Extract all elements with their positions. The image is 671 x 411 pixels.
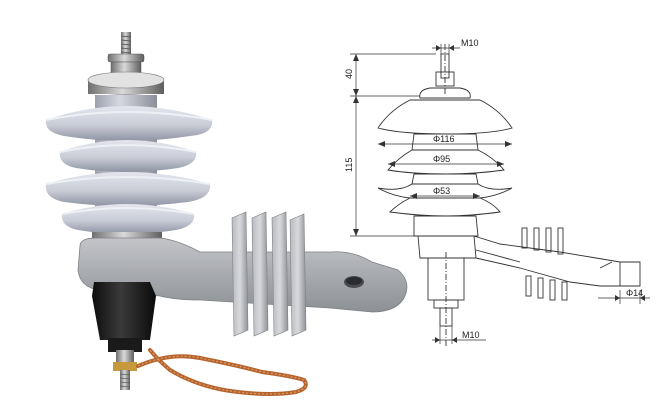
disconnector-base	[92, 282, 156, 390]
shed-3	[45, 172, 211, 206]
dim-top-stud: M10	[461, 38, 479, 48]
shed-2	[59, 140, 197, 172]
dim-mount-hole: Φ14	[626, 288, 643, 298]
drawing-shed-53	[389, 197, 501, 217]
dimension-labels: M10 40 115 Φ116 Φ95 Φ53 M10 Φ14	[344, 38, 643, 340]
dim-body-height: 115	[344, 158, 354, 172]
copper-ground-wire	[136, 348, 308, 396]
dim-bottom-stud: M10	[462, 330, 480, 340]
shed-top	[45, 106, 213, 141]
bottom-flange	[92, 232, 162, 242]
dim-shed-large: Φ116	[433, 134, 455, 144]
drawing-shed-116	[377, 99, 513, 135]
dim-shed-medium: Φ95	[433, 154, 450, 164]
technical-drawing	[350, 44, 650, 346]
top-stud	[87, 32, 165, 95]
dim-shed-small: Φ53	[433, 186, 450, 196]
dim-top-height: 40	[344, 69, 354, 79]
arrester-photo	[45, 32, 408, 396]
cooling-fins	[231, 211, 307, 337]
shed-bottom	[61, 204, 195, 234]
